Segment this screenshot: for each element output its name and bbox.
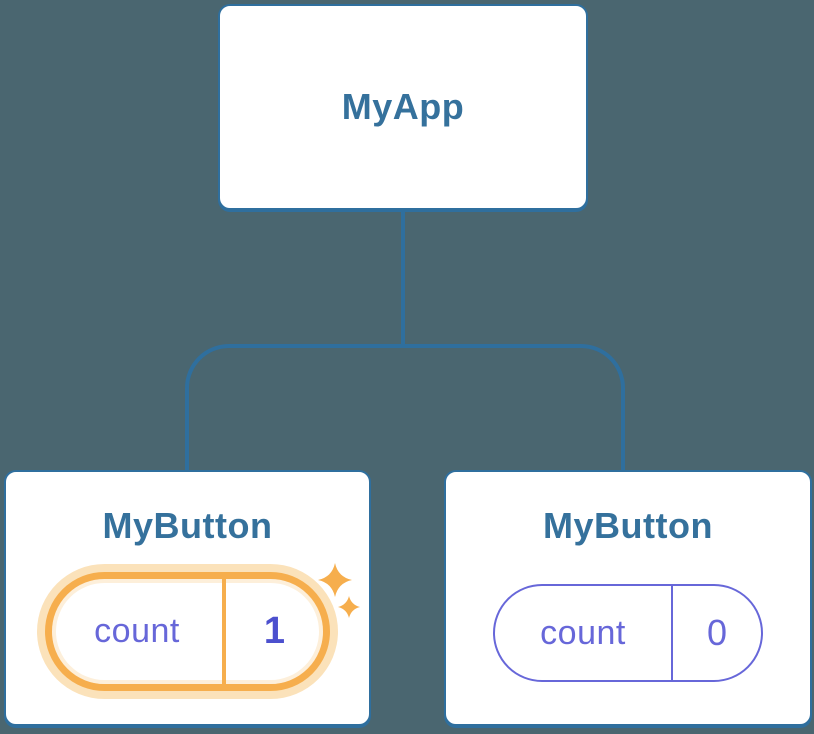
connector-stem (401, 210, 405, 348)
pill-divider (671, 586, 673, 680)
state-key-label: count (540, 613, 626, 652)
state-pill-highlighted: count 1 (45, 572, 330, 691)
state-key-label: count (94, 612, 180, 650)
node-title: MyButton (102, 505, 273, 546)
state-value: 1 (263, 610, 286, 652)
node-mybutton-plain: MyButton count 0 (444, 470, 812, 726)
node-title: MyApp (341, 86, 465, 127)
state-pill: count 0 (493, 584, 763, 682)
node-title: MyButton (543, 505, 713, 546)
pill-divider (222, 579, 226, 684)
node-mybutton-highlighted: MyButton count 1 (4, 470, 371, 726)
state-value: 0 (706, 612, 728, 653)
connector-branch (185, 344, 625, 470)
node-myapp: MyApp (218, 4, 588, 210)
